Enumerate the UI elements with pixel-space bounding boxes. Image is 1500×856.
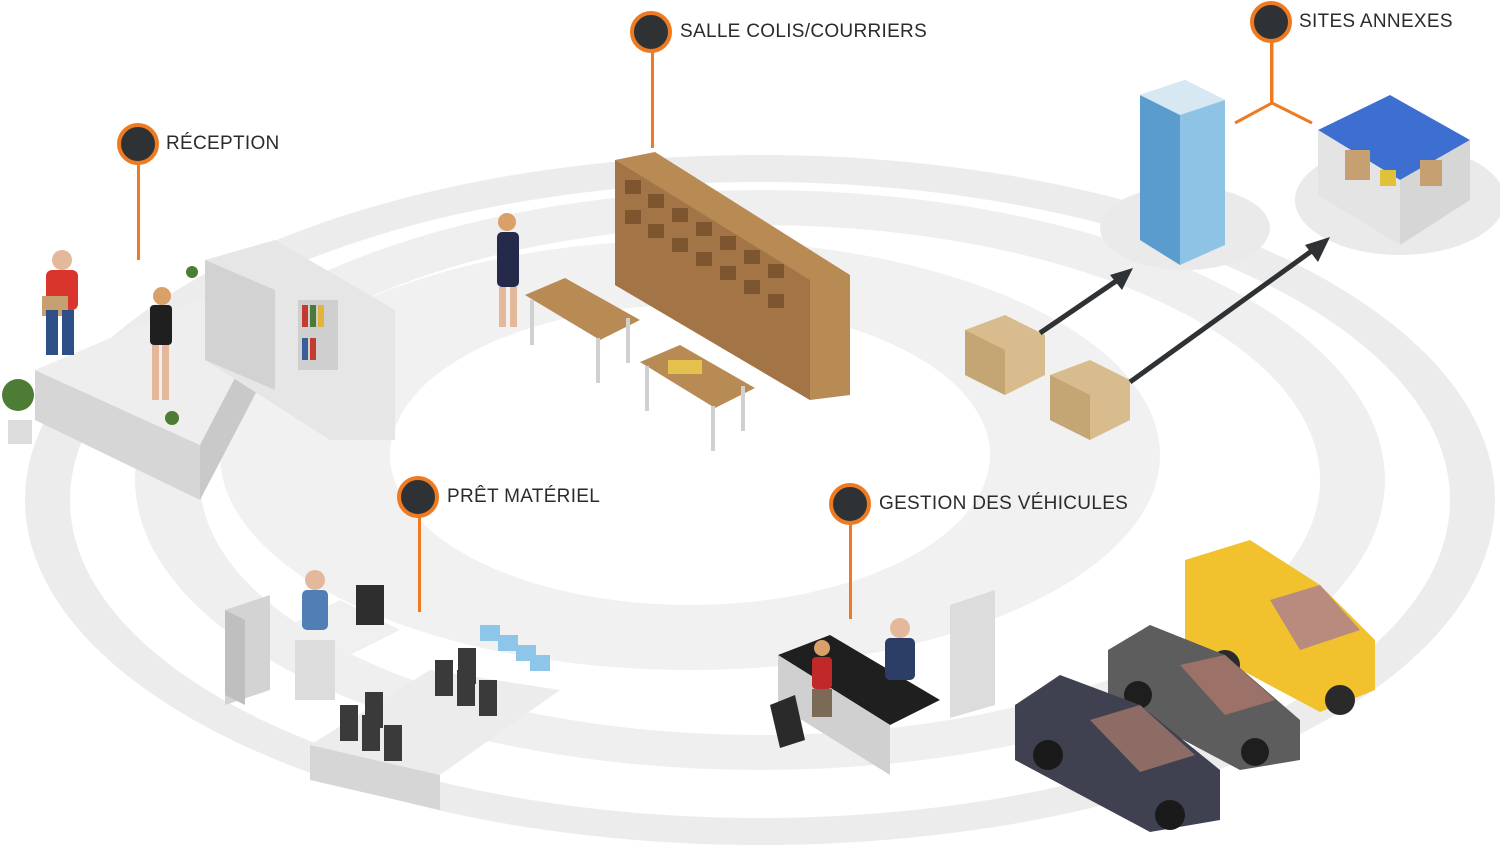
gestion-vehicules-marker-pin[interactable] [829, 483, 871, 525]
salle-colis-marker-stem [651, 48, 654, 148]
mail-room-illustration [497, 152, 850, 451]
reception-marker-stem [137, 160, 140, 260]
gestion-vehicules-marker-stem [849, 521, 852, 619]
annex-sites-illustration [965, 40, 1470, 440]
sites-annexes-marker-pin[interactable] [1250, 1, 1292, 43]
pret-materiel-marker-stem [418, 514, 421, 612]
reception-illustration [2, 240, 395, 500]
salle-colis-marker-pin[interactable] [630, 11, 672, 53]
vehicle-management-illustration [770, 540, 1375, 832]
pret-materiel-marker-pin[interactable] [397, 476, 439, 518]
reception-label[interactable]: RÉCEPTION [166, 133, 280, 154]
sites-annexes-label[interactable]: SITES ANNEXES [1299, 11, 1453, 32]
sites-annexes-marker-stem [1270, 38, 1273, 103]
equipment-loan-illustration [225, 570, 560, 810]
pret-materiel-label[interactable]: PRÊT MATÉRIEL [447, 486, 601, 507]
reception-marker-pin[interactable] [117, 123, 159, 165]
gestion-vehicules-label[interactable]: GESTION DES VÉHICULES [879, 493, 1129, 514]
inner-floor-center [390, 305, 990, 605]
salle-colis-label[interactable]: SALLE COLIS/COURRIERS [680, 21, 928, 42]
